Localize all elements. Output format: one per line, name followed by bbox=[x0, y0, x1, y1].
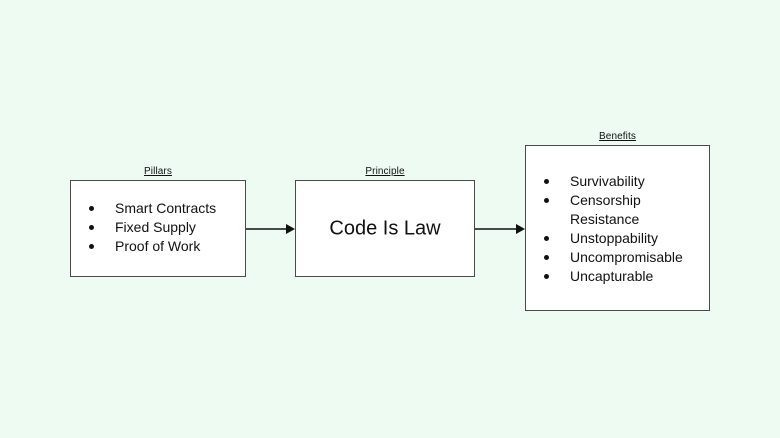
arrow-head-icon bbox=[516, 224, 525, 234]
list-item: Uncapturable bbox=[539, 267, 707, 286]
benefits-list: Survivability Censorship Resistance Unst… bbox=[539, 172, 707, 286]
arrow-shaft bbox=[246, 228, 288, 230]
list-item: Uncompromisable bbox=[539, 248, 707, 267]
principle-caption: Principle bbox=[365, 166, 405, 177]
arrow-principle-to-benefits bbox=[475, 223, 526, 235]
list-item: Smart Contracts bbox=[84, 199, 242, 218]
principle-text: Code Is Law bbox=[329, 217, 441, 239]
benefits-box[interactable] bbox=[525, 145, 710, 311]
list-item: Proof of Work bbox=[84, 237, 242, 256]
arrow-pillars-to-principle bbox=[246, 223, 296, 235]
list-item: Fixed Supply bbox=[84, 218, 242, 237]
pillars-list: Smart Contracts Fixed Supply Proof of Wo… bbox=[84, 199, 242, 256]
benefits-caption: Benefits bbox=[599, 131, 636, 142]
list-item: Censorship Resistance bbox=[539, 191, 707, 229]
pillars-box[interactable] bbox=[70, 180, 246, 277]
list-item: Unstoppability bbox=[539, 229, 707, 248]
pillars-caption: Pillars bbox=[144, 166, 172, 177]
arrow-head-icon bbox=[286, 224, 295, 234]
arrow-shaft bbox=[475, 228, 518, 230]
principle-box[interactable]: Code Is Law bbox=[295, 180, 475, 277]
list-item: Survivability bbox=[539, 172, 707, 191]
